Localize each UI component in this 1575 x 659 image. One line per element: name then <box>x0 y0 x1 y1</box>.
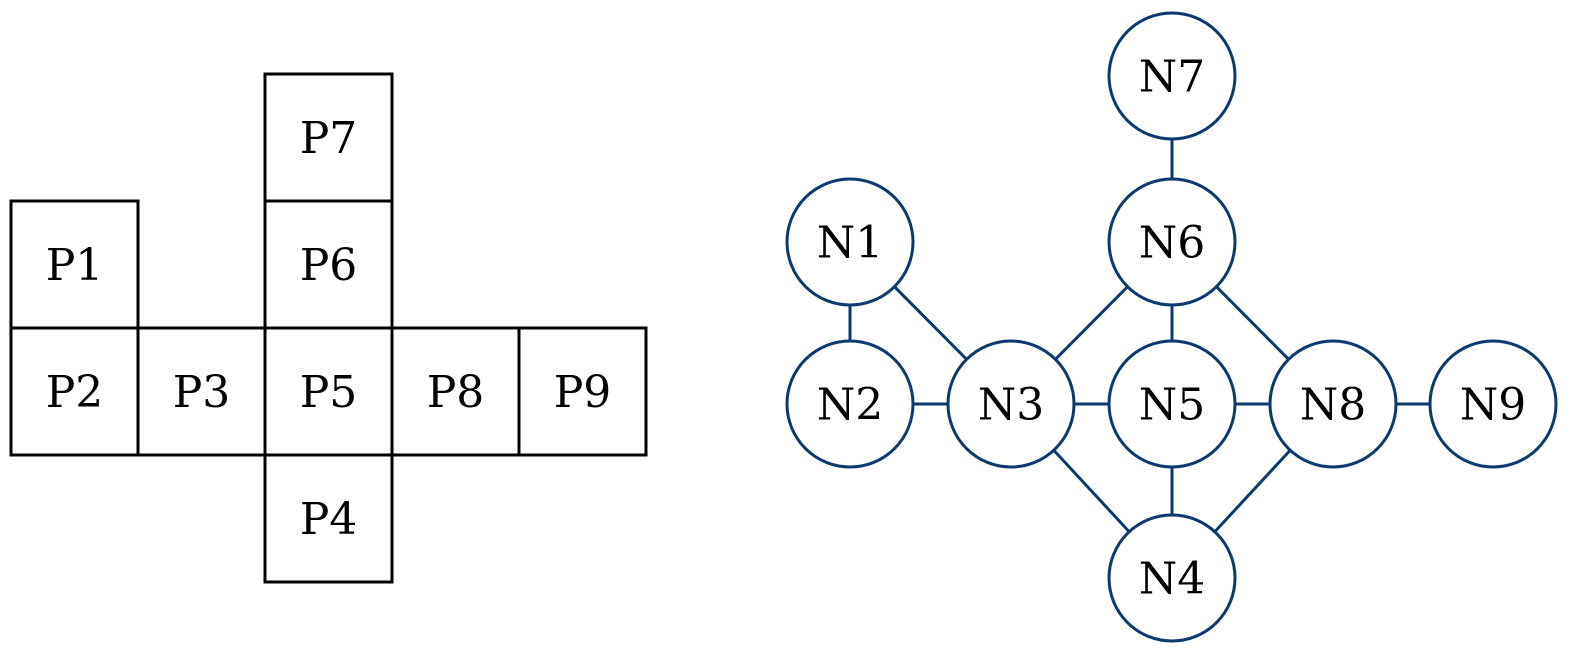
cell-p6: P6 <box>263 199 394 330</box>
cell-p5: P5 <box>263 326 394 457</box>
cell-box <box>517 326 648 457</box>
node-label: N3 <box>978 380 1045 431</box>
node-circle <box>1107 513 1237 643</box>
cell-p4: P4 <box>263 453 394 584</box>
node-label: N1 <box>817 218 884 269</box>
node-circle <box>1428 339 1558 469</box>
node-n8: N8 <box>1268 339 1398 469</box>
cell-p9: P9 <box>517 326 648 457</box>
edge-n8-n4 <box>1213 449 1292 533</box>
node-n2: N2 <box>785 339 915 469</box>
cell-box <box>390 326 521 457</box>
cell-label: P7 <box>300 113 358 164</box>
cell-label: P8 <box>427 367 485 418</box>
cell-label: P3 <box>173 367 231 418</box>
node-circle <box>1107 177 1237 307</box>
cell-p2: P2 <box>9 326 140 457</box>
cell-box <box>263 326 394 457</box>
cell-label: P5 <box>300 367 358 418</box>
node-label: N6 <box>1139 218 1206 269</box>
cell-label: P6 <box>300 240 358 291</box>
node-label: N7 <box>1139 52 1206 103</box>
cell-p3: P3 <box>136 326 267 457</box>
cell-p1: P1 <box>9 199 140 330</box>
node-n7: N7 <box>1107 11 1237 141</box>
graph-edges <box>848 139 1430 533</box>
cell-p7: P7 <box>263 72 394 203</box>
node-label: N9 <box>1460 380 1527 431</box>
cell-label: P4 <box>300 494 358 545</box>
node-label: N5 <box>1139 380 1206 431</box>
node-circle <box>1268 339 1398 469</box>
cell-box <box>263 453 394 584</box>
edge-n6-n3 <box>1054 285 1129 361</box>
node-label: N8 <box>1300 380 1367 431</box>
cell-label: P9 <box>554 367 612 418</box>
cell-label: P1 <box>46 240 104 291</box>
edge-n6-n8 <box>1215 285 1290 361</box>
cell-box <box>263 72 394 203</box>
cell-box <box>9 199 140 330</box>
edge-n3-n4 <box>1052 449 1131 533</box>
node-circle <box>946 339 1076 469</box>
cell-label: P2 <box>46 367 104 418</box>
node-circle <box>1107 339 1237 469</box>
edge-n1-n3 <box>893 285 968 361</box>
node-label: N4 <box>1139 554 1206 605</box>
node-circle <box>785 339 915 469</box>
node-circle <box>1107 11 1237 141</box>
node-n3: N3 <box>946 339 1076 469</box>
node-n9: N9 <box>1428 339 1558 469</box>
node-n1: N1 <box>785 177 915 307</box>
node-n4: N4 <box>1107 513 1237 643</box>
node-n5: N5 <box>1107 339 1237 469</box>
node-circle <box>785 177 915 307</box>
cell-box <box>136 326 267 457</box>
node-n6: N6 <box>1107 177 1237 307</box>
node-label: N2 <box>817 380 884 431</box>
cell-p8: P8 <box>390 326 521 457</box>
